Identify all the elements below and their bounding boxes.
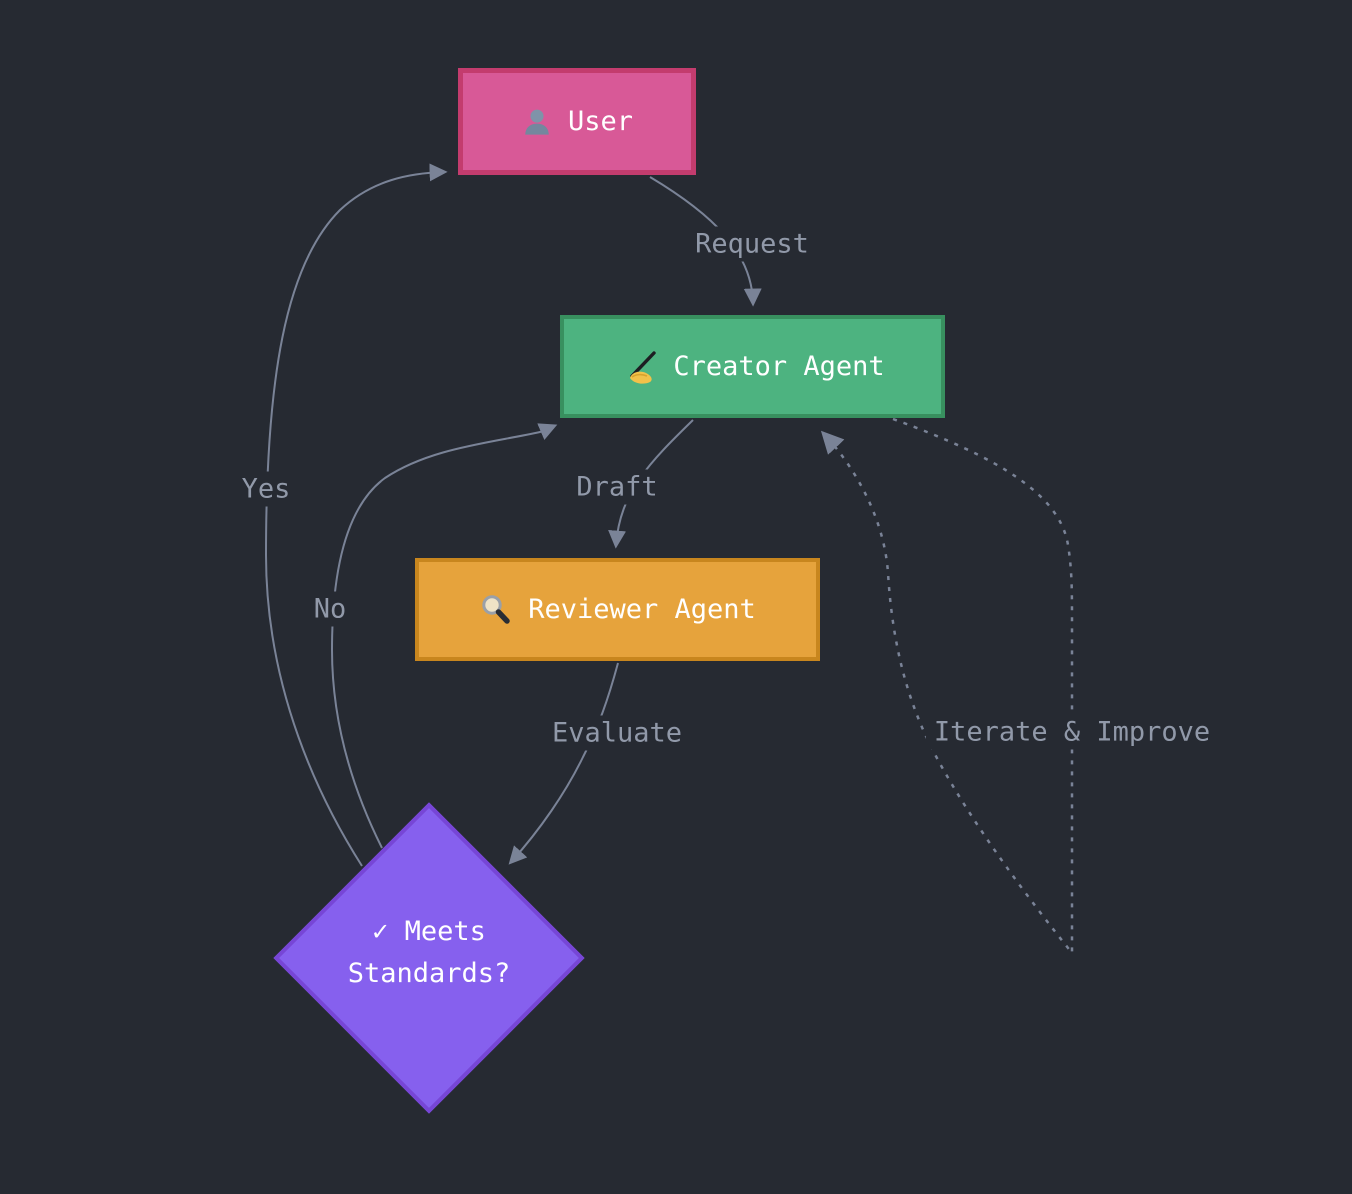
node-reviewer-agent: Reviewer Agent	[415, 558, 820, 661]
edge-iterate-line	[820, 417, 1074, 957]
node-user-label: User	[567, 106, 634, 137]
node-reviewer-label: Reviewer Agent	[528, 594, 756, 625]
edge-label-no: No	[305, 591, 355, 627]
edge-label-yes: Yes	[233, 471, 299, 507]
edge-label-draft: Draft	[568, 469, 666, 505]
decision-label-line1: ✓ Meets	[372, 916, 486, 947]
node-creator-agent: Creator Agent	[560, 315, 945, 418]
node-decision-label: ✓ Meets Standards?	[289, 911, 569, 995]
edge-label-evaluate: Evaluate	[543, 715, 691, 751]
writing-hand-icon	[620, 350, 658, 384]
node-creator-label: Creator Agent	[673, 351, 885, 382]
user-icon	[521, 106, 553, 138]
edge-label-iterate: Iterate & Improve	[925, 714, 1219, 750]
node-user: User	[458, 68, 696, 175]
edge-no-line	[330, 423, 558, 849]
decision-label-line2: Standards?	[347, 958, 511, 989]
edge-evaluate-line	[508, 662, 619, 865]
magnifier-icon	[479, 593, 513, 627]
edge-label-request: Request	[687, 226, 817, 262]
edge-yes-line	[264, 163, 448, 867]
